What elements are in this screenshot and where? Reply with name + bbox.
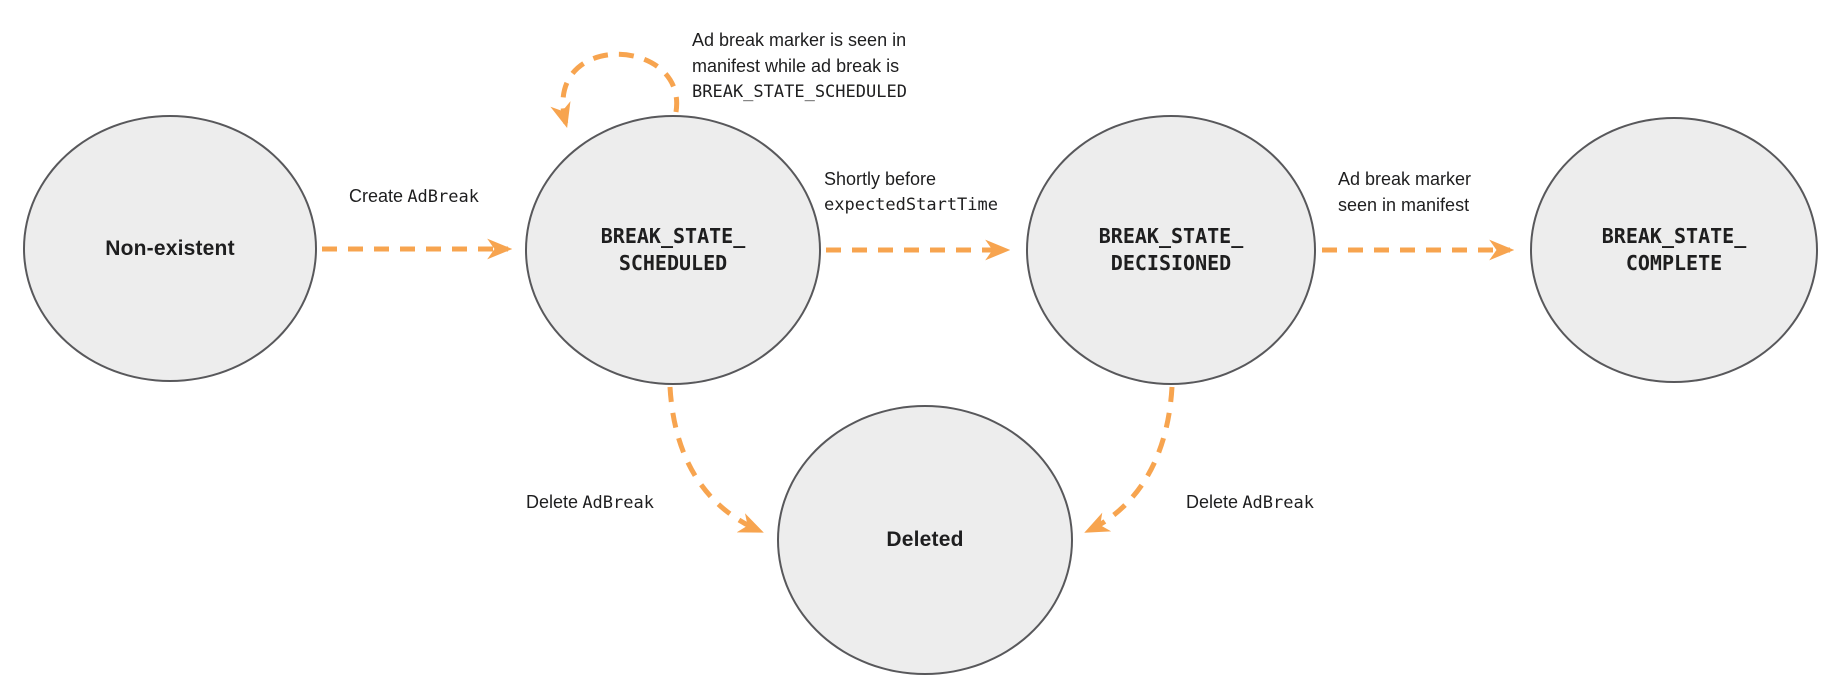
label-shortly-before: Shortly before expectedStartTime xyxy=(824,166,998,218)
state-decisioned-label-line2: DECISIONED xyxy=(1110,251,1232,275)
state-complete-label-line2: COMPLETE xyxy=(1625,251,1723,275)
state-complete-label-line1: BREAK_STATE_ xyxy=(1601,224,1747,248)
label-marker-seen-line1: Ad break marker xyxy=(1338,169,1472,189)
state-scheduled-label-line1: BREAK_STATE_ xyxy=(600,224,746,248)
label-delete-left-plain: Delete xyxy=(526,492,579,512)
label-self-loop-code: BREAK_STATE_SCHEDULED xyxy=(692,82,907,102)
label-self-loop: Ad break marker is seen in manifest whil… xyxy=(692,27,907,105)
label-shortly-before-code: expectedStartTime xyxy=(824,195,998,215)
label-marker-seen: Ad break marker seen in manifest xyxy=(1338,166,1471,218)
state-non-existent: Non-existent xyxy=(23,115,317,382)
state-break-state-complete: BREAK_STATE_ COMPLETE xyxy=(1530,117,1818,383)
label-delete-left-code: AdBreak xyxy=(582,493,654,513)
state-scheduled-label-line2: SCHEDULED xyxy=(618,251,728,275)
state-break-state-scheduled: BREAK_STATE_ SCHEDULED xyxy=(525,115,821,385)
label-create-adbreak-code: AdBreak xyxy=(407,187,479,207)
label-self-loop-line2: manifest while ad break is xyxy=(692,56,900,76)
label-self-loop-line1: Ad break marker is seen in xyxy=(692,30,907,50)
label-delete-right-plain: Delete xyxy=(1186,492,1239,512)
label-marker-seen-line2: seen in manifest xyxy=(1338,195,1470,215)
label-shortly-before-line1: Shortly before xyxy=(824,169,937,189)
state-break-state-decisioned-label: BREAK_STATE_ DECISIONED xyxy=(1099,223,1244,277)
arrow-self-loop-scheduled xyxy=(550,51,680,129)
state-break-state-scheduled-label: BREAK_STATE_ SCHEDULED xyxy=(601,223,746,277)
label-delete-right-code: AdBreak xyxy=(1242,493,1314,513)
label-create-adbreak-plain: Create xyxy=(349,186,404,206)
state-non-existent-label: Non-existent xyxy=(105,236,235,260)
arrow-decisioned-to-deleted xyxy=(1084,386,1175,534)
state-break-state-complete-label: BREAK_STATE_ COMPLETE xyxy=(1602,223,1747,277)
state-deleted: Deleted xyxy=(777,405,1073,675)
arrow-scheduled-to-deleted xyxy=(667,386,764,534)
state-decisioned-label-line1: BREAK_STATE_ xyxy=(1098,224,1244,248)
state-break-state-decisioned: BREAK_STATE_ DECISIONED xyxy=(1026,115,1316,385)
state-deleted-label: Deleted xyxy=(886,528,964,551)
